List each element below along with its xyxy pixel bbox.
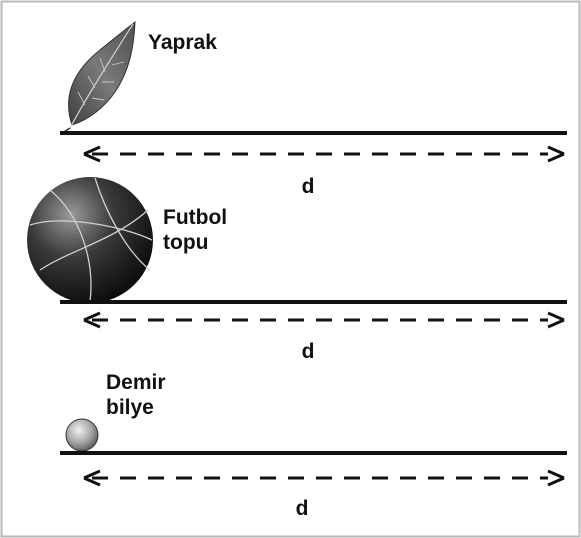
distance-label-2: d — [301, 340, 315, 363]
steel-ball-icon — [65, 418, 99, 452]
distance-arrow-3 — [83, 469, 565, 487]
leaf-icon — [63, 20, 136, 133]
distance-arrow-1 — [83, 145, 565, 163]
ball-label-line1: Futbol — [163, 206, 228, 229]
steel-ball-label-line1: Demir — [106, 371, 166, 394]
ball-icon — [27, 177, 153, 303]
ball-label-line2: topu — [163, 231, 209, 255]
ball-label: Futbol topu — [163, 205, 227, 255]
steel-ball-label: Demir bilye — [106, 370, 166, 420]
distance-label-3: d — [295, 497, 309, 520]
steel-ball-label-line2: bilye — [106, 396, 154, 420]
distance-label-1: d — [301, 175, 315, 198]
leaf-label: Yaprak — [148, 31, 217, 54]
distance-arrow-2 — [83, 311, 565, 329]
